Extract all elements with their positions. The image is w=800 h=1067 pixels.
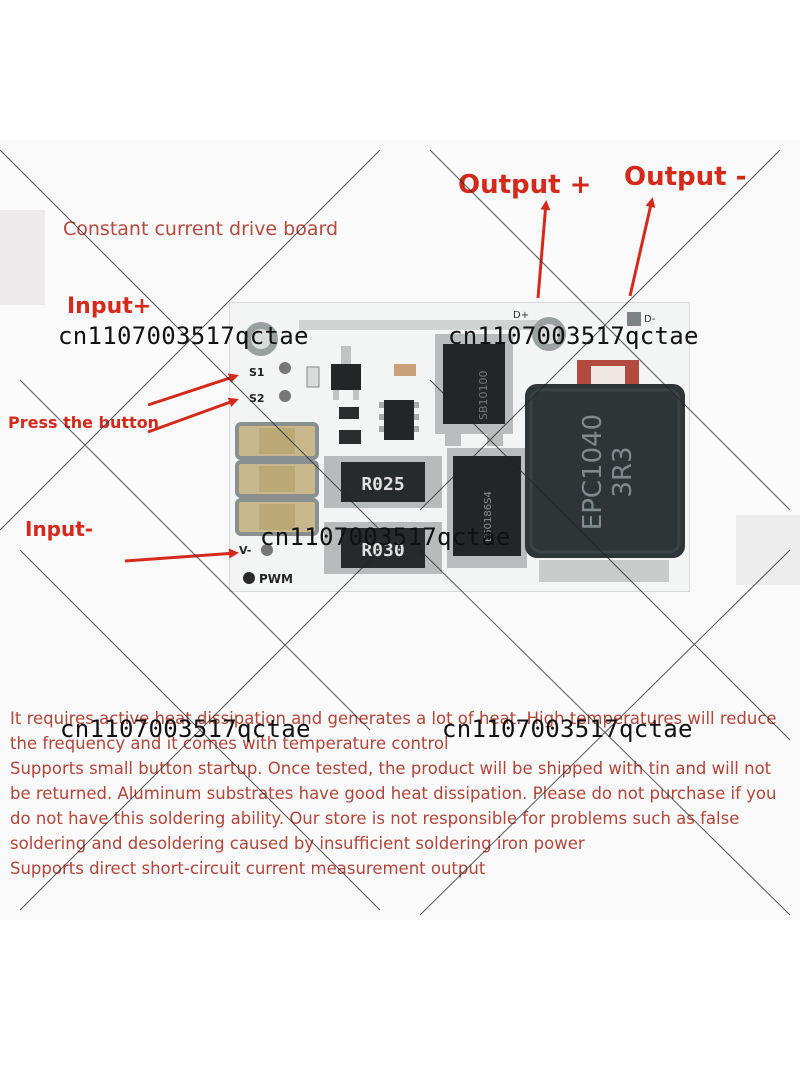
arrow-output-minus bbox=[628, 197, 656, 297]
arrow-input-minus bbox=[124, 548, 239, 563]
watermark-text-3: cn1107003517qctae bbox=[260, 523, 511, 551]
watermark-text-1: cn1107003517qctae bbox=[58, 322, 309, 350]
description-line-3: Supports direct short-circuit current me… bbox=[10, 859, 486, 878]
description-line-2: Supports small button startup. Once test… bbox=[10, 759, 777, 853]
watermark-text-5: cn1107003517qctae bbox=[442, 715, 693, 743]
arrow-output-plus bbox=[536, 200, 551, 299]
arrow-s1 bbox=[147, 373, 239, 407]
watermark-text-4: cn1107003517qctae bbox=[60, 715, 311, 743]
watermark-text-2: cn1107003517qctae bbox=[448, 322, 699, 350]
arrow-s2 bbox=[147, 397, 239, 434]
